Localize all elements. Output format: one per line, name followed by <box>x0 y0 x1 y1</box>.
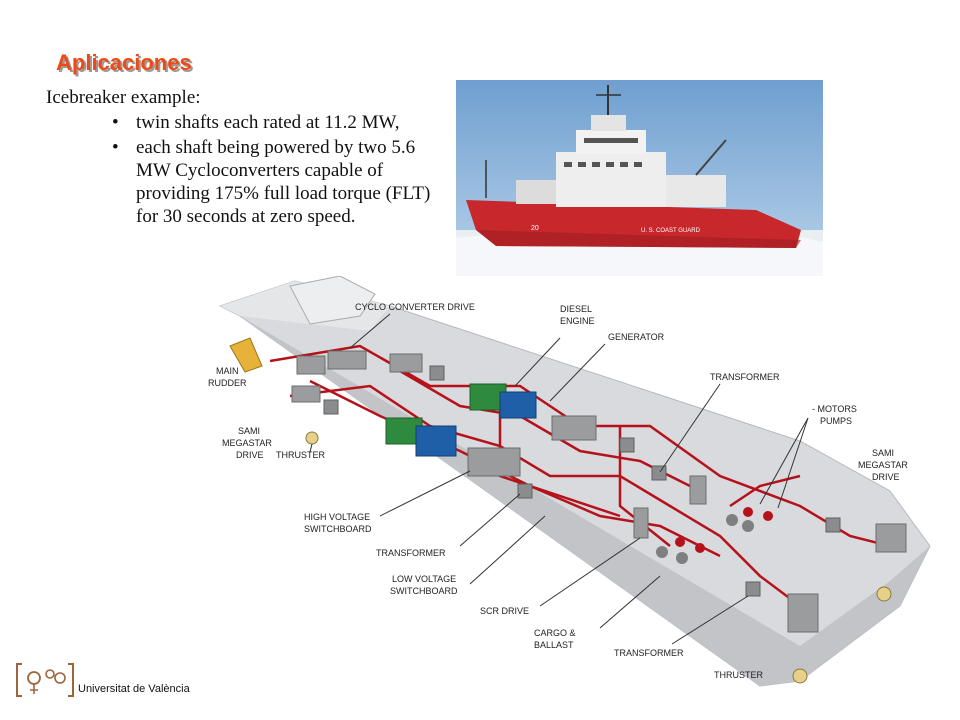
bullet-text: each shaft being powered by two 5.6 MW C… <box>136 137 431 227</box>
label-generator: GENERATOR <box>608 332 665 342</box>
label-thruster-right: THRUSTER <box>714 670 763 680</box>
label-ballast: BALLAST <box>534 640 574 650</box>
bullet-icon: • <box>112 137 119 158</box>
label-rudder: RUDDER <box>208 378 247 388</box>
bullet-list: • twin shafts each rated at 11.2 MW, • eac… <box>46 111 446 228</box>
hull-name: U. S. COAST GUARD <box>641 228 701 234</box>
label-transformer-mid: TRANSFORMER <box>376 548 446 558</box>
label-megastar-left: MEGASTAR <box>222 438 272 448</box>
label-main: MAIN <box>216 366 239 376</box>
hull-number: 20 <box>531 225 539 232</box>
ship-power-diagram: CYCLO CONVERTER DRIVE DIESEL ENGINE GENE… <box>208 276 931 687</box>
label-pumps: PUMPS <box>820 416 852 426</box>
university-logo-icon <box>16 663 74 697</box>
label-drive-left: DRIVE <box>236 450 264 460</box>
bullet-icon: • <box>112 112 119 133</box>
label-sami-right: SAMI <box>872 448 894 458</box>
label-high-voltage: HIGH VOLTAGE <box>304 512 370 522</box>
label-diesel: DIESEL <box>560 304 592 314</box>
label-transformer-bottom: TRANSFORMER <box>614 648 684 658</box>
label-motors: - MOTORS <box>812 404 857 414</box>
icebreaker-photo: 20 U. S. COAST GUARD <box>456 80 823 276</box>
bullet-item: • each shaft being powered by two 5.6 MW … <box>112 136 446 228</box>
label-scr-drive: SCR DRIVE <box>480 606 529 616</box>
label-engine: ENGINE <box>560 316 595 326</box>
label-switchboard-hv: SWITCHBOARD <box>304 524 372 534</box>
label-transformer-top: TRANSFORMER <box>710 372 780 382</box>
label-switchboard-lv: SWITCHBOARD <box>390 586 458 596</box>
label-drive-right: DRIVE <box>872 472 900 482</box>
label-low-voltage: LOW VOLTAGE <box>392 574 456 584</box>
university-name: Universitat de València <box>78 683 190 695</box>
bullet-text: twin shafts each rated at 11.2 MW, <box>136 112 400 133</box>
slide-title: Aplicaciones <box>56 50 192 75</box>
text-block: Icebreaker example: • twin shafts each ra… <box>46 86 446 230</box>
label-megastar-right: MEGASTAR <box>858 460 908 470</box>
label-thruster-left: THRUSTER <box>276 450 325 460</box>
label-cargo: CARGO & <box>534 628 576 638</box>
bullet-item: • twin shafts each rated at 11.2 MW, <box>112 111 446 134</box>
label-cyclo-converter-drive: CYCLO CONVERTER DRIVE <box>355 302 475 312</box>
intro-text: Icebreaker example: <box>46 87 201 108</box>
label-sami-left: SAMI <box>238 426 260 436</box>
footer: Universitat de València <box>14 660 190 700</box>
